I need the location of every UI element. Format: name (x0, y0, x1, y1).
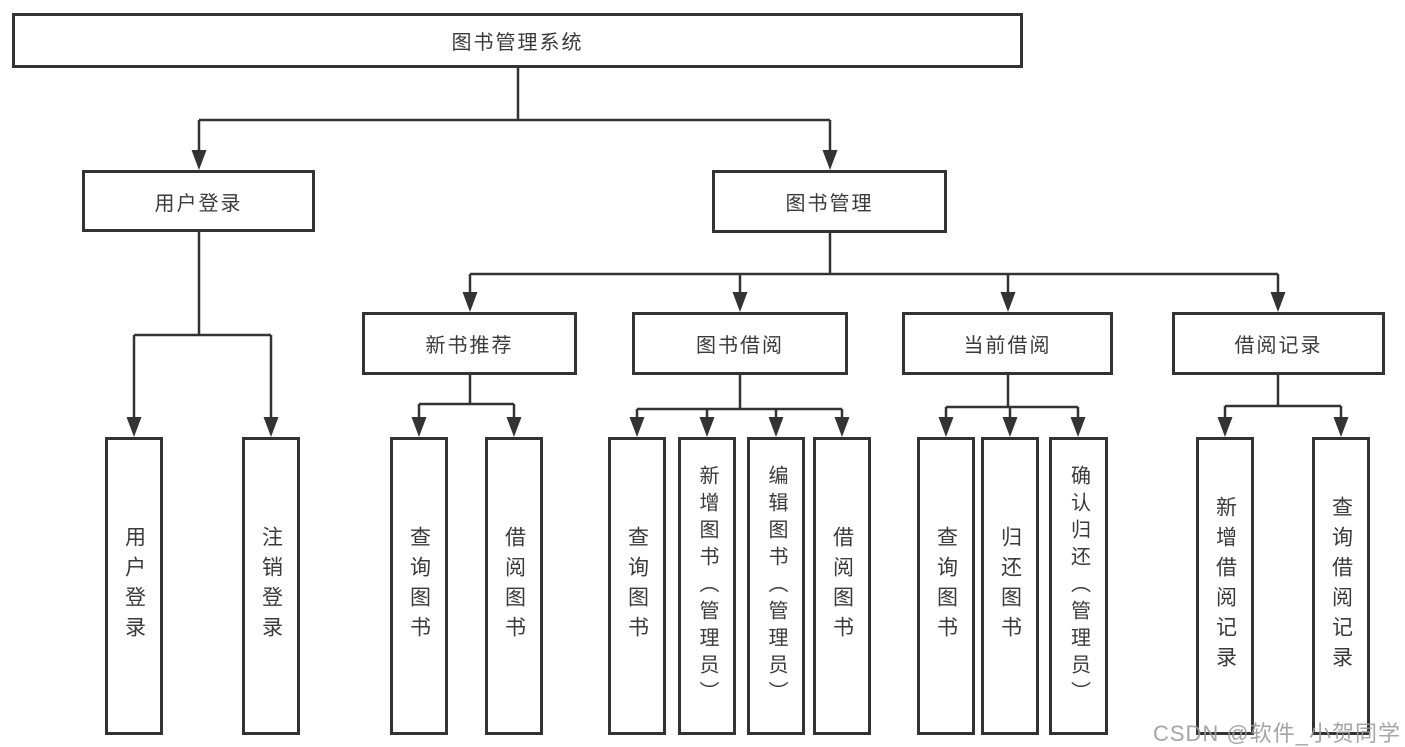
leaf-logout-label: 注销登录 (259, 526, 283, 646)
node-current-borrow-label: 当前借阅 (963, 335, 1052, 357)
leaf-edit-books-admin: 编辑图书（管理员） (747, 437, 805, 735)
leaf-add-borrow-record-label: 新增借阅记录 (1213, 496, 1237, 676)
leaf-borrow-books-label: 借阅图书 (830, 526, 854, 646)
node-user-login-label: 用户登录 (154, 192, 243, 215)
node-book-management: 图书管理 (712, 170, 947, 233)
node-book-borrow: 图书借阅 (632, 312, 848, 375)
connector-lines (132, 68, 1343, 418)
leaf-query-books-current: 查询图书 (917, 437, 975, 735)
leaf-query-books-recommend-label: 查询图书 (407, 526, 431, 646)
leaf-query-books-borrow-label: 查询图书 (625, 526, 649, 646)
node-book-borrow-label: 图书借阅 (696, 335, 784, 357)
node-borrow-records: 借阅记录 (1172, 312, 1385, 375)
node-user-login: 用户登录 (82, 170, 315, 232)
node-current-borrow: 当前借阅 (902, 312, 1113, 375)
node-borrow-records-label: 借阅记录 (1234, 335, 1323, 357)
leaf-user-login: 用户登录 (105, 437, 163, 735)
leaf-confirm-return-admin-label: 确认归还（管理员） (1067, 464, 1090, 708)
leaf-borrow-books-recommend-label: 借阅图书 (502, 526, 526, 646)
leaf-query-books-recommend: 查询图书 (390, 437, 448, 735)
leaf-add-books-admin: 新增图书（管理员） (678, 437, 736, 735)
leaf-query-books-current-label: 查询图书 (934, 526, 958, 646)
leaf-query-books-borrow: 查询图书 (608, 437, 666, 735)
leaf-return-books-label: 归还图书 (998, 526, 1022, 646)
leaf-return-books: 归还图书 (981, 437, 1039, 735)
leaf-logout: 注销登录 (242, 437, 300, 735)
arrowheads (126, 150, 1349, 437)
leaf-user-login-label: 用户登录 (122, 526, 146, 646)
csdn-watermark: CSDN @软件_小贺同学 (1152, 721, 1401, 746)
leaf-query-borrow-record: 查询借阅记录 (1312, 437, 1370, 735)
node-root-library-system: 图书管理系统 (12, 13, 1023, 68)
leaf-add-borrow-record: 新增借阅记录 (1196, 437, 1254, 735)
leaf-borrow-books: 借阅图书 (813, 437, 871, 735)
leaf-borrow-books-recommend: 借阅图书 (485, 437, 543, 735)
node-book-management-label: 图书管理 (785, 193, 874, 215)
leaf-confirm-return-admin: 确认归还（管理员） (1049, 437, 1108, 735)
leaf-edit-books-admin-label: 编辑图书（管理员） (765, 464, 787, 708)
leaf-query-borrow-record-label: 查询借阅记录 (1329, 496, 1353, 676)
node-new-book-recommend: 新书推荐 (362, 312, 577, 375)
leaf-add-books-admin-label: 新增图书（管理员） (696, 464, 718, 708)
node-root-label: 图书管理系统 (451, 32, 584, 54)
node-new-book-recommend-label: 新书推荐 (425, 335, 514, 357)
